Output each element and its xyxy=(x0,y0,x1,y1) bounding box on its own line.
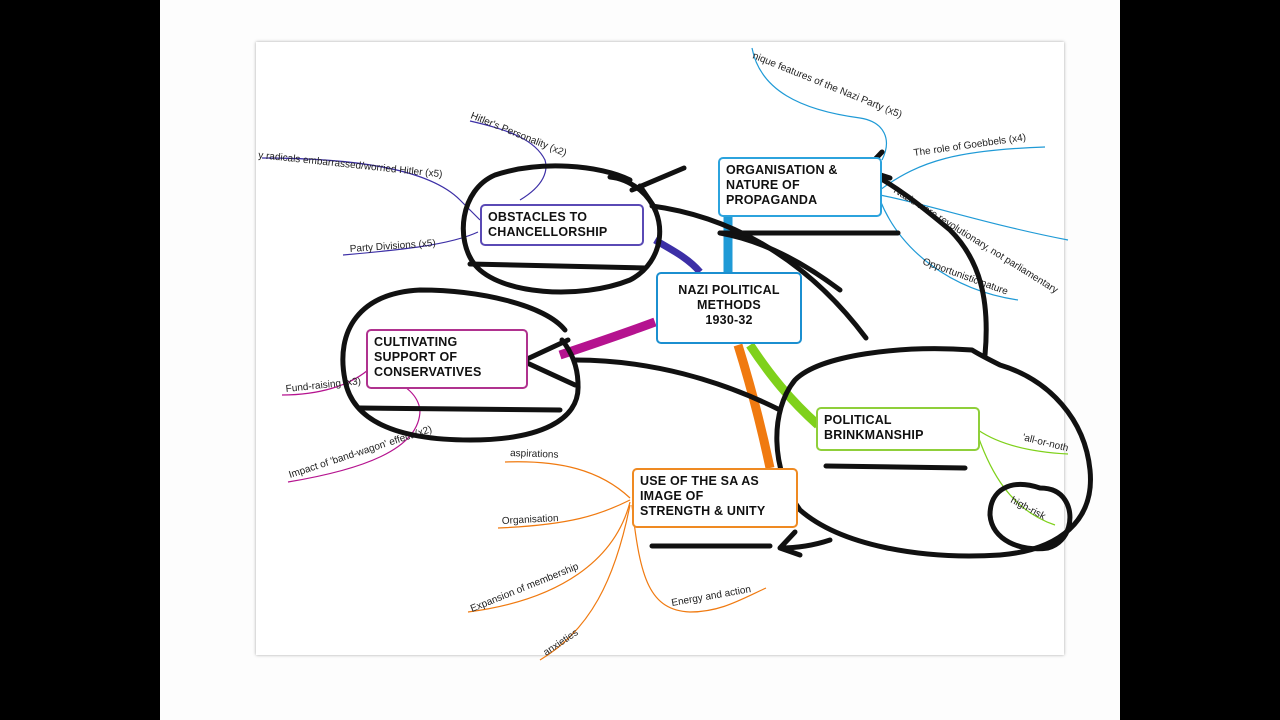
underline-cultivating xyxy=(357,405,563,413)
circle-high-risk xyxy=(987,481,1073,552)
subtopic-aspirations: aspirations xyxy=(510,448,559,461)
sa-subbranches xyxy=(467,461,767,661)
arrow-organisation xyxy=(862,149,989,358)
subtopic-goebbels: The role of Goebbels (x4) xyxy=(913,132,1027,159)
subtopic-high-risk: high-risk xyxy=(1009,495,1048,523)
connector-political xyxy=(746,342,821,429)
subtopic-organisation: Organisation xyxy=(502,513,559,527)
topic-cultivating-line-1: CULTIVATING xyxy=(374,335,458,349)
topic-sa-line-1: USE OF THE SA AS xyxy=(640,474,759,488)
connector-cultivating xyxy=(558,317,657,360)
topic-sa-line-3: STRENGTH & UNITY xyxy=(640,504,766,518)
topic-sa-line-2: IMAGE OF xyxy=(640,489,704,503)
circle-cultivating xyxy=(340,287,581,443)
arrow-sa xyxy=(777,529,833,558)
connector-sa xyxy=(733,343,775,469)
subtopic-opportunistic: Opportunistic nature xyxy=(921,256,1010,297)
central-topic[interactable]: NAZI POLITICAL METHODS 1930-32 xyxy=(656,272,802,344)
arrow-cultivating xyxy=(522,337,783,413)
subtopic-party-divisions: Party Divisions (x5) xyxy=(349,238,436,255)
obstacles-subbranches xyxy=(261,120,547,256)
subtopic-expansion: Expansion of membership xyxy=(469,561,581,615)
underline-obstacles xyxy=(467,261,648,271)
central-topic-line-3: 1930-32 xyxy=(705,313,753,327)
handdrawn-annotations xyxy=(340,149,1093,559)
topic-cultivating-line-3: CONSERVATIVES xyxy=(374,365,482,379)
topic-political-line-1: POLITICAL xyxy=(824,413,892,427)
topic-cultivating-line-2: SUPPORT OF xyxy=(374,350,458,364)
topic-political[interactable]: POLITICAL BRINKMANSHIP xyxy=(816,407,980,451)
topic-obstacles-line-1: OBSTACLES TO xyxy=(488,210,588,224)
organisation-subbranches xyxy=(751,47,1069,301)
circle-political xyxy=(774,346,1093,559)
underline-political xyxy=(823,463,968,471)
topic-obstacles-line-2: CHANCELLORSHIP xyxy=(488,225,608,239)
subtopic-energy-action: Energy and action xyxy=(671,584,752,609)
topic-cultivating[interactable]: CULTIVATING SUPPORT OF CONSERVATIVES xyxy=(366,329,528,389)
topic-organisation-line-1: ORGANISATION & xyxy=(726,163,838,177)
topic-political-line-2: BRINKMANSHIP xyxy=(824,428,924,442)
subtopic-all-or-nothing: 'all-or-noth xyxy=(1021,432,1069,454)
central-topic-line-1: NAZI POLITICAL xyxy=(678,283,780,297)
subtopic-anxieties: anxieties xyxy=(542,627,581,658)
topic-organisation[interactable]: ORGANISATION & NATURE OF PROPAGANDA xyxy=(718,157,882,217)
topic-sa[interactable]: USE OF THE SA AS IMAGE OF STRENGTH & UNI… xyxy=(632,468,798,528)
topic-organisation-line-3: PROPAGANDA xyxy=(726,193,818,207)
subtopic-radicals: y radicals embarrassed/worried Hitler (x… xyxy=(258,150,443,180)
connector-obstacles xyxy=(653,236,703,275)
line-org-to-political xyxy=(717,230,843,293)
topic-organisation-line-2: NATURE OF xyxy=(726,178,800,192)
central-topic-line-2: METHODS xyxy=(697,298,761,312)
subtopic-hitler-personality: Hitler's Personality (x2) xyxy=(469,111,568,160)
topic-obstacles[interactable]: OBSTACLES TO CHANCELLORSHIP xyxy=(480,204,644,246)
